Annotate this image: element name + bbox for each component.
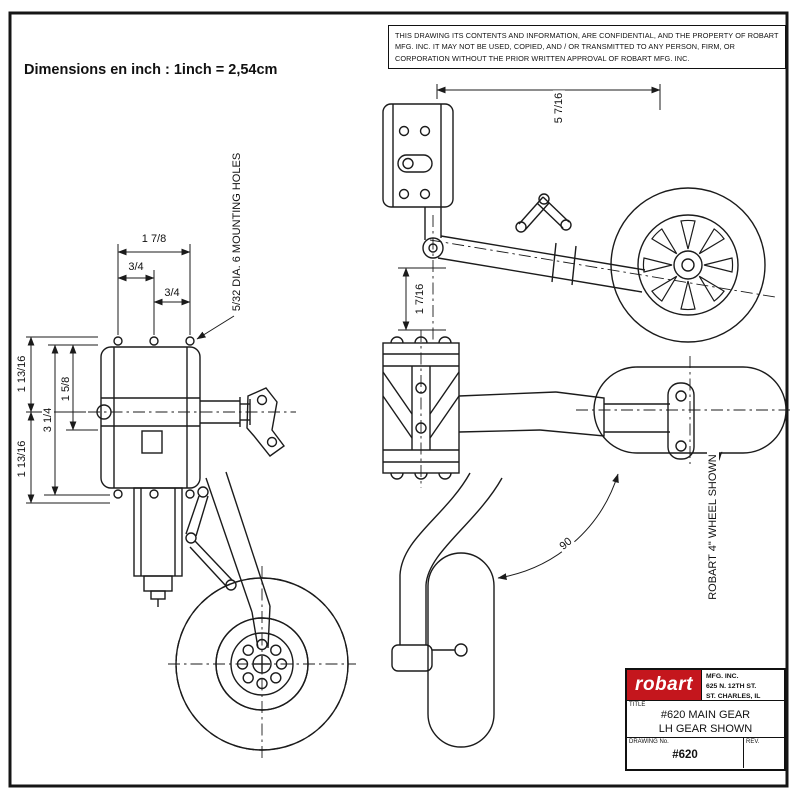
drawing-number-cell: DRAWING No. #620	[627, 738, 744, 768]
drawing-title-line1: #620 MAIN GEAR	[660, 709, 751, 721]
title-label: TITLE	[629, 702, 646, 708]
dim-total-height: 3 1/4	[42, 405, 54, 435]
company-address: MFG. INC. 625 N. 12TH ST. ST. CHARLES, I…	[702, 670, 784, 700]
drawing-no-value: #620	[672, 749, 698, 761]
dim-plate-width: 1 7/8	[139, 233, 169, 245]
rev-label: REV.	[746, 739, 760, 745]
confidentiality-notice: THIS DRAWING ITS CONTENTS AND INFORMATIO…	[388, 25, 786, 69]
title-block: robart MFG. INC. 625 N. 12TH ST. ST. CHA…	[625, 668, 786, 771]
front-view	[88, 336, 356, 762]
front-view-dimensions	[26, 244, 235, 504]
company-street: 625 N. 12TH ST.	[706, 682, 757, 690]
drawing-no-label: DRAWING No.	[629, 739, 669, 745]
revision-cell: REV.	[744, 738, 784, 768]
mounting-holes-note: 5/32 DIA. 6 MOUNTING HOLES	[231, 150, 243, 314]
top-view	[382, 103, 776, 343]
company-name: MFG. INC.	[706, 673, 739, 680]
side-view-dimensions	[398, 267, 723, 581]
drawing-title: #620 MAIN GEAR LH GEAR SHOWN	[627, 701, 784, 737]
dim-inner-height: 1 5/8	[60, 374, 72, 404]
dim-side-depth: 1 7/16	[414, 281, 426, 317]
wheel-note: ROBART 4" WHEEL SHOWN	[707, 452, 719, 602]
dim-hole-spacing-a: 3/4	[126, 261, 146, 273]
company-city: ST. CHARLES, IL	[706, 692, 761, 700]
dim-hole-spacing-b: 3/4	[162, 287, 182, 299]
drawing-title-line2: LH GEAR SHOWN	[658, 723, 753, 736]
robart-logo: robart	[627, 670, 702, 700]
title-block-number-row: DRAWING No. #620 REV.	[627, 738, 784, 768]
scale-note: Dimensions en inch : 1inch = 2,54cm	[24, 62, 278, 78]
side-view	[382, 330, 790, 748]
sheet-border-frame	[8, 11, 789, 788]
title-block-title-row: TITLE #620 MAIN GEAR LH GEAR SHOWN	[627, 701, 784, 738]
dim-lower-height: 1 13/16	[16, 438, 28, 480]
logo-text: robart	[635, 674, 693, 695]
title-block-header-row: robart MFG. INC. 625 N. 12TH ST. ST. CHA…	[627, 670, 784, 701]
top-view-dimensions	[436, 84, 661, 110]
dim-upper-height: 1 13/16	[16, 353, 28, 395]
dim-top-view-length: 5 7/16	[553, 90, 565, 126]
